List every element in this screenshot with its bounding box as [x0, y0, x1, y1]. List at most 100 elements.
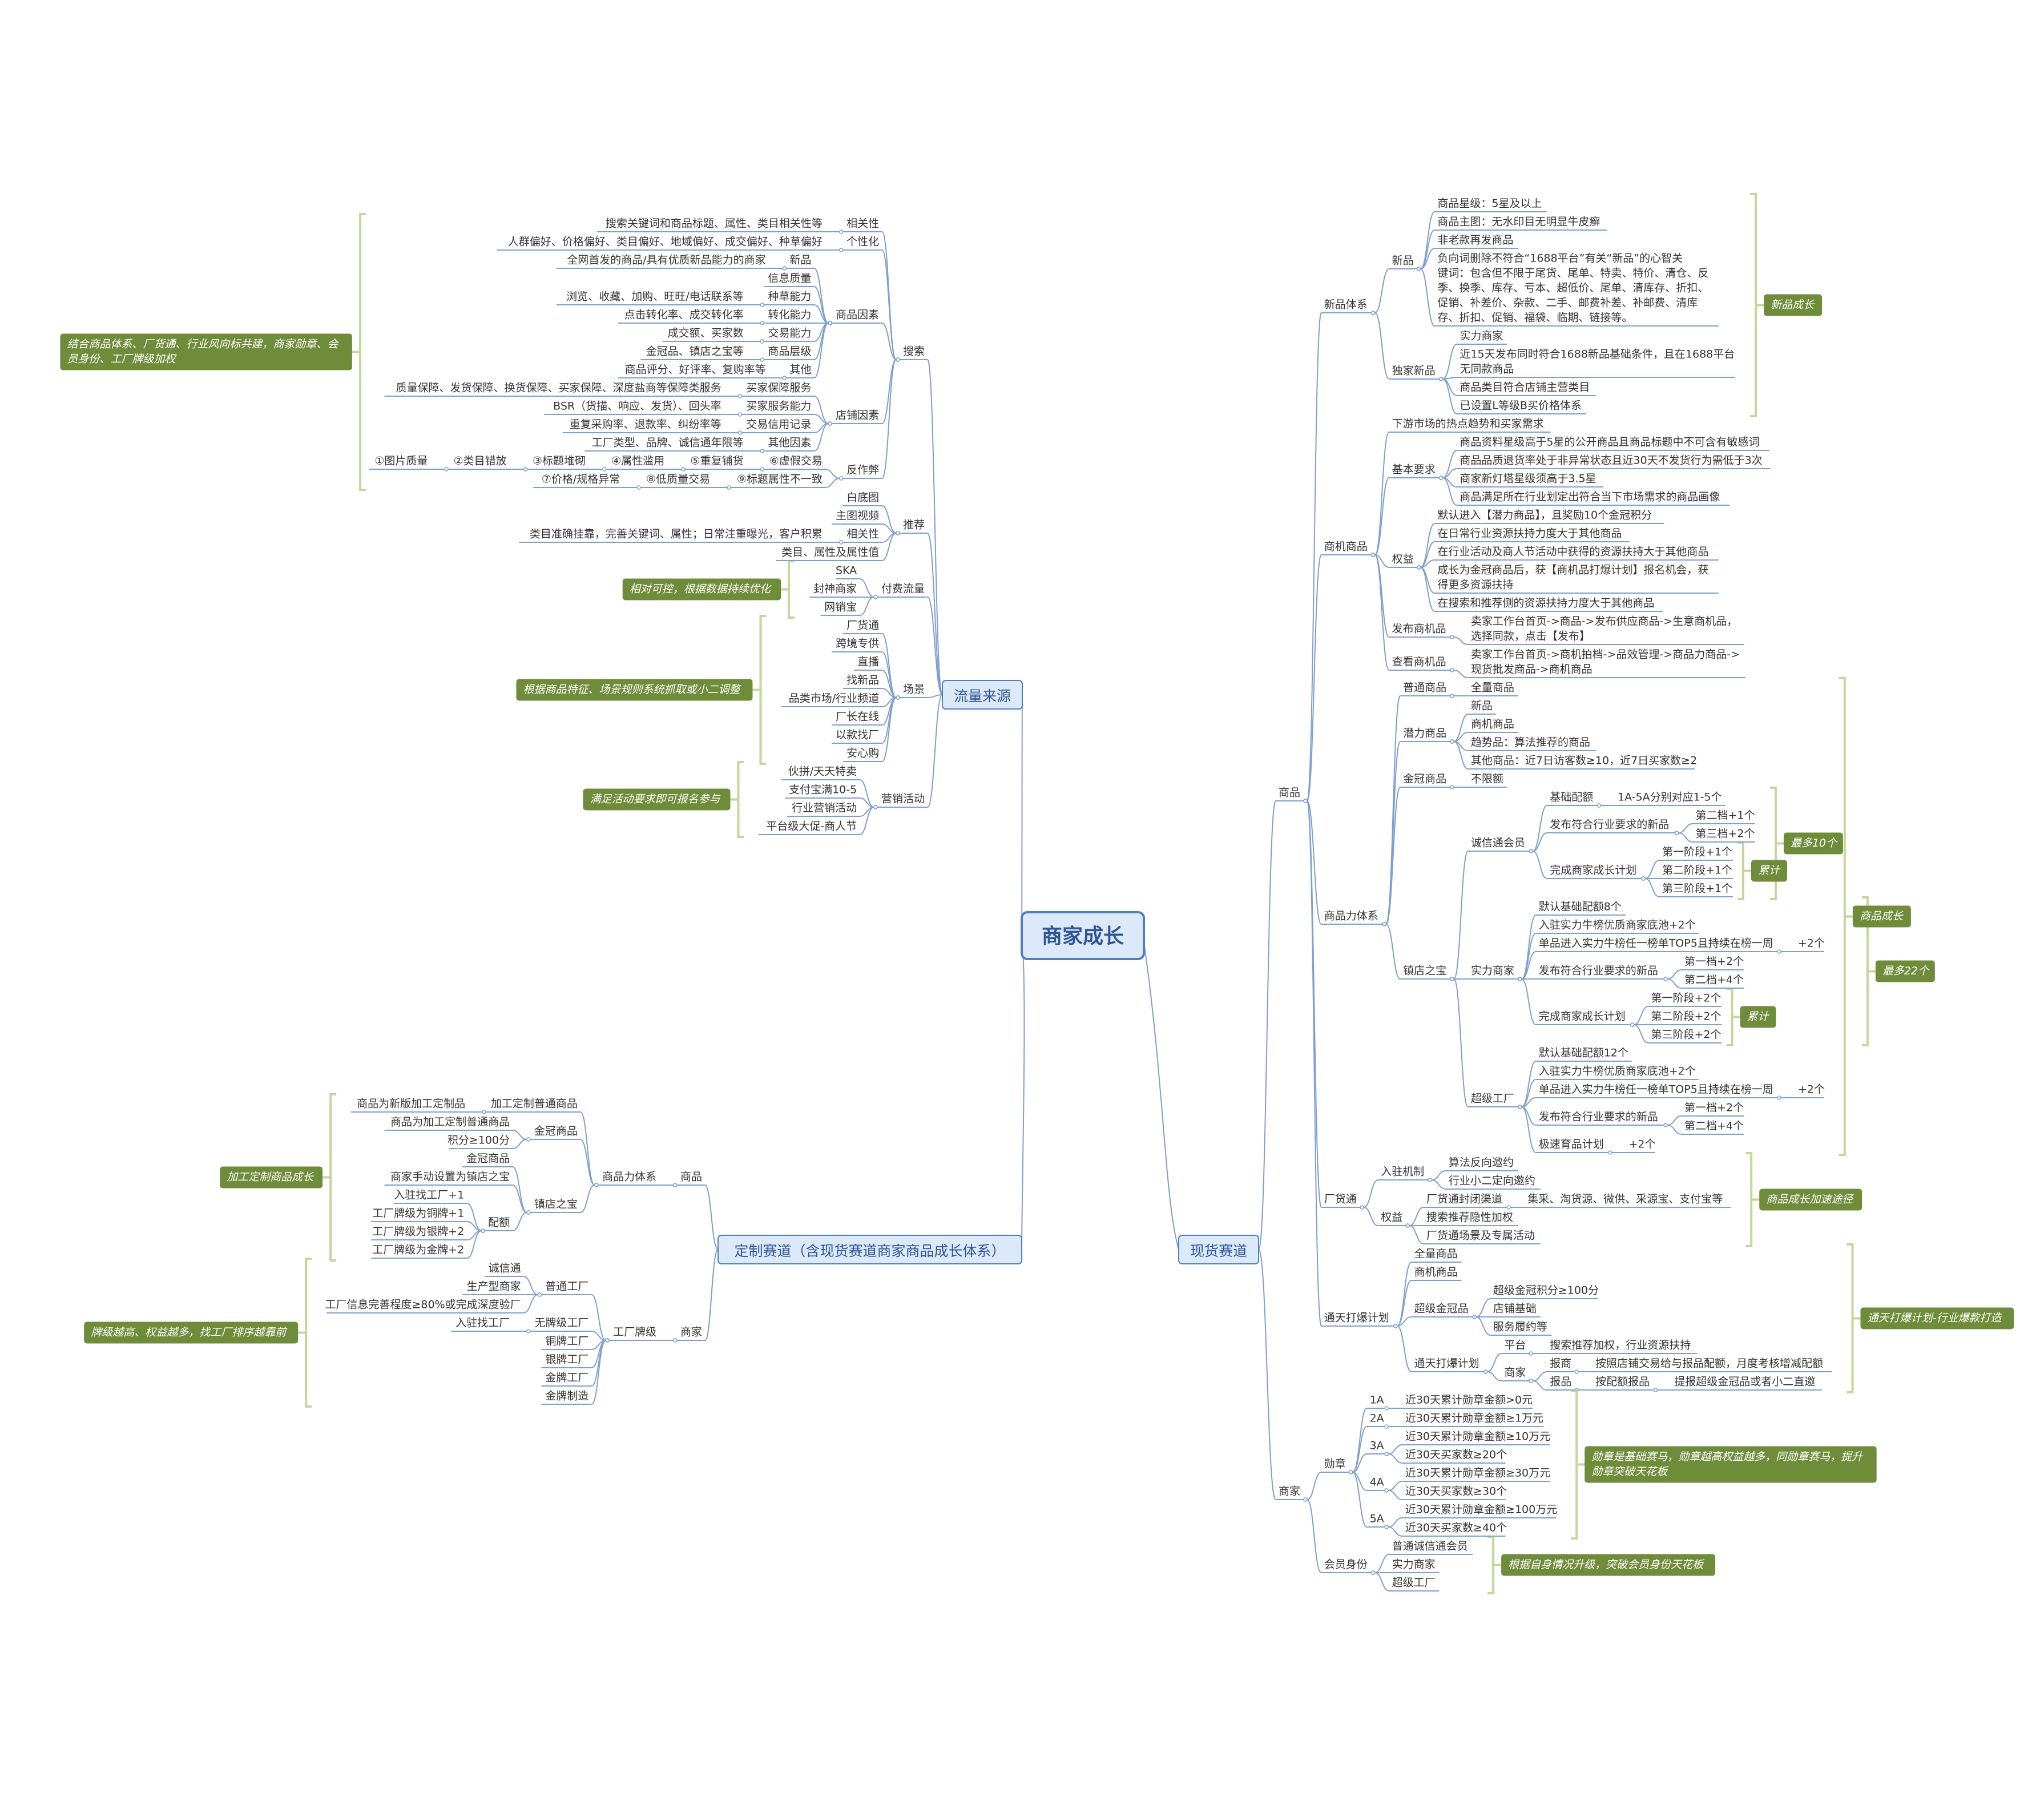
- mind-map-node[interactable]: 封神商家: [809, 583, 860, 598]
- mind-map-node[interactable]: ④属性滥用: [606, 455, 668, 470]
- mind-map-node[interactable]: 实力商家: [1468, 965, 1518, 980]
- mind-map-node[interactable]: 潜力商品: [1400, 727, 1451, 742]
- mind-map-node[interactable]: 金牌制造: [541, 1390, 592, 1405]
- mind-map-node[interactable]: 3A: [1366, 1440, 1385, 1455]
- mind-map-node[interactable]: 新品体系: [1321, 299, 1372, 313]
- mind-map-node[interactable]: 质量保障、发货保障、换货保障、买家保障、深度盐商等保障类服务: [384, 382, 724, 397]
- mind-map-node[interactable]: ⑨标题属性不一致: [730, 473, 825, 488]
- mind-map-node[interactable]: 服务履约等: [1490, 1321, 1552, 1336]
- mind-map-node[interactable]: ②类目错放: [448, 455, 510, 470]
- mind-map-node[interactable]: 厂货通: [1321, 1193, 1361, 1208]
- mind-map-node[interactable]: 厂货通场景及专属活动: [1423, 1230, 1541, 1244]
- mind-map-node[interactable]: 商品为新版加工定制品: [351, 1098, 469, 1113]
- mind-map-node[interactable]: 超级金冠积分≥100分: [1490, 1284, 1599, 1299]
- mind-map-node[interactable]: 跨境专供: [832, 638, 882, 652]
- mind-map-node[interactable]: 权益: [1378, 1211, 1406, 1226]
- mind-map-node[interactable]: 店铺基础: [1490, 1303, 1541, 1317]
- mind-map-node[interactable]: 商机商品: [1411, 1266, 1462, 1281]
- mind-map-node[interactable]: 付费流量: [877, 583, 928, 598]
- mind-map-node[interactable]: BSR（货描、响应、发货）、回头率: [544, 400, 724, 415]
- mind-map-node[interactable]: 按照店铺交易给与报品配额，月度考核增减配额: [1593, 1357, 1832, 1372]
- mind-map-node[interactable]: 入驻实力牛榜优质商家底池+2个: [1535, 1065, 1699, 1080]
- mind-map-node[interactable]: 近30天累计勋章金额≥10万元: [1402, 1431, 1550, 1445]
- mind-map-node[interactable]: 商品力体系: [1321, 910, 1383, 925]
- mind-map-node[interactable]: 白底图: [842, 491, 882, 506]
- mind-map-node[interactable]: 负向词删除不符合“1688平台”有关“新品”的心智关键词：包含但不限于尾货、尾单…: [1434, 252, 1719, 327]
- mind-map-node[interactable]: 超级金冠品: [1411, 1303, 1473, 1317]
- mind-map-node[interactable]: 商品资料星级高于5星的公开商品且商品标题中不可含有敏感词: [1457, 436, 1769, 451]
- mind-map-node[interactable]: 无牌级工厂: [530, 1317, 592, 1332]
- mind-map-node[interactable]: 4A: [1366, 1476, 1385, 1491]
- mind-map-node[interactable]: 普通商品: [1400, 682, 1451, 696]
- summary-member[interactable]: 根据自身情况升级，突破会员身份天花板: [1501, 1554, 1716, 1576]
- mind-map-node[interactable]: 工厂牌级为铜牌+1: [371, 1207, 467, 1222]
- mind-map-node[interactable]: 入驻实力牛榜优质商家底池+2个: [1535, 919, 1699, 934]
- mind-map-node[interactable]: 默认进入【潜力商品】，且奖励10个金冠积分: [1434, 509, 1664, 524]
- mind-map-node[interactable]: 品类市场/行业频道: [781, 692, 882, 707]
- mind-map-node[interactable]: SKA: [836, 565, 860, 579]
- mind-map-node[interactable]: 近30天累计勋章金额≥30万元: [1402, 1467, 1550, 1482]
- mind-map-node[interactable]: 搜索关键词和商品标题、属性、类目相关性等: [596, 217, 825, 232]
- mind-map-node[interactable]: 商品因素: [832, 309, 882, 324]
- mind-map-node[interactable]: 入驻找工厂: [451, 1317, 513, 1332]
- mind-map-node[interactable]: 主图视频: [832, 510, 882, 525]
- mind-map-node[interactable]: 转化能力: [764, 309, 815, 324]
- mind-map-node[interactable]: 厂长在线: [832, 711, 882, 726]
- mind-map-node[interactable]: 基本要求: [1389, 464, 1440, 478]
- mind-map-node[interactable]: 实力商家: [1389, 1558, 1440, 1573]
- mind-map-node[interactable]: 第一阶段+1个: [1659, 846, 1733, 861]
- mind-map-node[interactable]: 商品评分、好评率、复购率等: [618, 364, 769, 378]
- mind-map-node[interactable]: 反作弊: [842, 464, 882, 479]
- mind-map-node[interactable]: 提报超级金冠品或者小二直邀: [1671, 1376, 1822, 1391]
- mind-map-node[interactable]: 网销宝: [820, 601, 860, 616]
- mind-map-node[interactable]: ⑥虚假交易: [764, 455, 825, 470]
- mind-map-node[interactable]: 相关性: [842, 217, 882, 232]
- mind-map-node[interactable]: ⑧低质量交易: [640, 473, 713, 488]
- mind-map-node[interactable]: 商品满足所在行业划定出符合当下市场需求的商品画像: [1457, 491, 1730, 506]
- mind-map-node[interactable]: 第二档+4个: [1682, 1120, 1744, 1135]
- mind-map-node[interactable]: 商家: [677, 1326, 705, 1341]
- mind-map-node[interactable]: 第二档+1个: [1692, 809, 1755, 824]
- mind-map-node[interactable]: 第二档+4个: [1682, 974, 1744, 989]
- summary-tongtian[interactable]: 通天打爆计划-行业爆款打造: [1860, 1307, 2014, 1329]
- mind-map-node[interactable]: 店铺因素: [832, 409, 882, 424]
- mind-map-node[interactable]: ⑤重复铺货: [685, 455, 747, 470]
- mind-map-node[interactable]: 卖家工作台首页->商品->发布供应商品->生意商机品，选择同款，点击【发布】: [1468, 615, 1744, 645]
- mind-map-node[interactable]: 类目准确挂靠，完善关键词、属性；日常注重曝光，客户积累: [519, 528, 825, 543]
- mind-map-node[interactable]: 卖家工作台首页->商机拍档->品效管理->商品力商品->现货批发商品->商机商品: [1468, 648, 1745, 678]
- mind-map-node[interactable]: 发布符合行业要求的新品: [1547, 819, 1675, 833]
- mind-map-node[interactable]: 搜索: [900, 345, 928, 360]
- mind-map-node[interactable]: 人群偏好、价格偏好、类目偏好、地域偏好、成交偏好、种草偏好: [497, 236, 825, 251]
- mind-map-node[interactable]: 生产型商家: [462, 1280, 524, 1295]
- summary-factory[interactable]: 牌级越高、权益越多，找工厂排序越靠前: [84, 1321, 299, 1344]
- mind-map-node[interactable]: 类目、属性及属性值: [776, 546, 882, 561]
- mind-map-node[interactable]: 相关性: [842, 528, 882, 543]
- mind-map-node[interactable]: 金牌工厂: [541, 1372, 592, 1387]
- mind-map-node[interactable]: 完成商家成长计划: [1535, 1010, 1631, 1025]
- mind-map-node[interactable]: ⑦价格/规格异常: [533, 473, 623, 488]
- mind-map-node[interactable]: 商品品质退货率处于非异常状态且近30天不发货行为需低于3次: [1457, 454, 1771, 469]
- summary-scene[interactable]: 根据商品特征、场景规则系统抓取或小二调整: [516, 679, 753, 701]
- mind-map-node[interactable]: 在日常行业资源扶持力度大于其他商品: [1434, 527, 1630, 542]
- mind-map-node[interactable]: 积分≥100分: [447, 1134, 513, 1149]
- mind-map-node[interactable]: 信息质量: [764, 272, 815, 287]
- mind-map-node[interactable]: 商品: [677, 1171, 705, 1186]
- mind-map-node[interactable]: 默认基础配额12个: [1535, 1047, 1632, 1062]
- mind-map-node[interactable]: 商品为加工定制普通商品: [384, 1116, 513, 1131]
- mind-map-node[interactable]: 工厂牌级为金牌+2: [371, 1244, 467, 1259]
- summary-max22[interactable]: 最多22个: [1875, 960, 1935, 982]
- mind-map-node[interactable]: 伙拼/天天特卖: [781, 765, 860, 780]
- mind-map-node[interactable]: 极速育品计划: [1535, 1138, 1608, 1153]
- mind-map-node[interactable]: 基础配额: [1547, 791, 1598, 806]
- mind-map-node[interactable]: 搜索推荐加权，行业资源扶持: [1547, 1339, 1698, 1354]
- mind-map-node[interactable]: 默认基础配额8个: [1535, 901, 1626, 916]
- mind-map-node[interactable]: 新品: [1468, 700, 1496, 715]
- mind-map-node[interactable]: ③标题堆砌: [527, 455, 589, 470]
- mind-map-node[interactable]: 报商: [1547, 1357, 1575, 1372]
- mind-map-node[interactable]: 全量商品: [1411, 1248, 1462, 1263]
- mind-map-node[interactable]: 铜牌工厂: [541, 1335, 592, 1350]
- mind-map-node[interactable]: 直播: [854, 656, 882, 671]
- mind-map-node[interactable]: 商家: [1501, 1367, 1530, 1381]
- summary-left_search[interactable]: 结合商品体系、厂货通、行业风向标共建，商家勋章、会员身份、工厂牌级加权: [60, 333, 352, 370]
- mind-map-node[interactable]: 平台: [1501, 1339, 1530, 1354]
